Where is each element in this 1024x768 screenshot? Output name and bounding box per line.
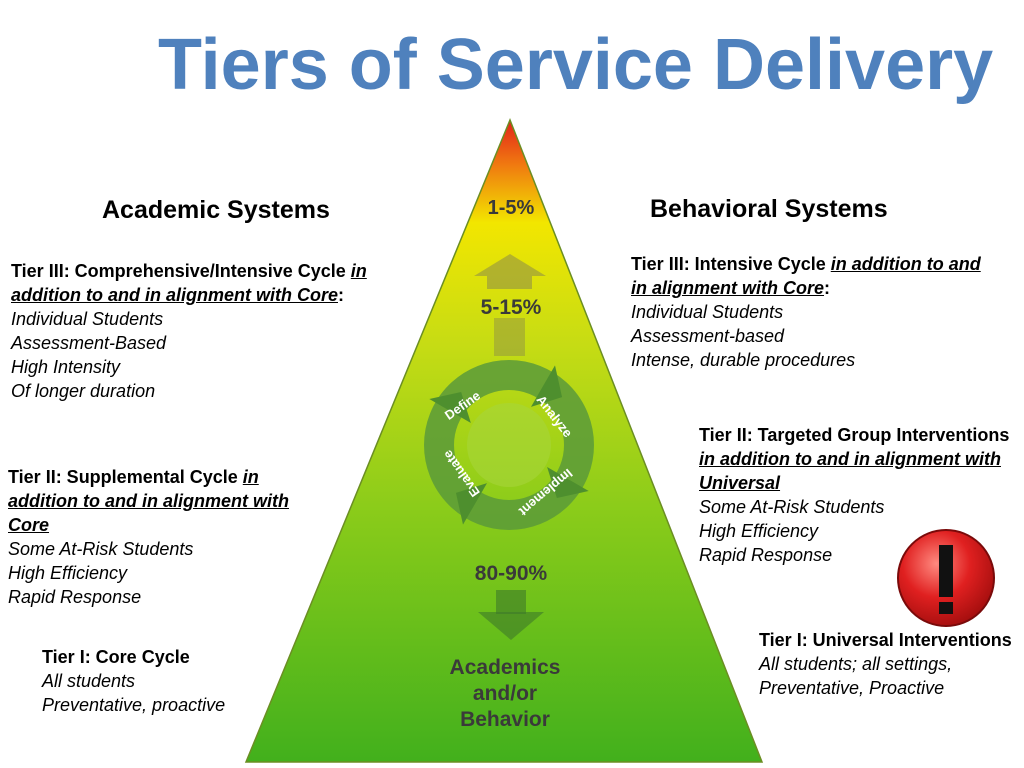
cycle-arrow-icon [455,483,487,525]
down-arrow-icon [478,612,544,640]
page-title: Tiers of Service Delivery [158,25,994,105]
academic-heading: Academic Systems [102,196,330,224]
base-line-1: Academics [450,656,561,679]
academic-tier2-alignment: in addition to and in alignment with Cor… [8,467,289,535]
up-arrow-icon [474,254,546,289]
academic-tier1-lead: Tier I: Core Cycle [42,647,190,667]
academic-tier3-alignment: in addition to and in alignment with Cor… [11,261,367,305]
academic-tier3-item: Individual Students [11,309,164,329]
academic-tier2-item: Rapid Response [8,587,142,607]
behavioral-tier3-item: Intense, durable procedures [631,350,856,370]
behavioral-tier3: Tier III: Intensive Cycle in addition to… [631,252,996,372]
behavioral-tier3-item: Assessment-based [631,326,785,346]
behavioral-tier2-lead: Tier II: Targeted Group Interventions [699,425,1010,445]
academic-tier2-item: Some At-Risk Students [8,539,194,559]
behavioral-tier3-item: Individual Students [631,302,784,322]
down-arrow-shaft [496,590,526,614]
academic-tier3-item: Of longer duration [11,381,156,401]
behavioral-tier1: Tier I: Universal Interventions All stud… [759,628,1014,700]
cycle-ring: Define Analyze Implement Evaluate [424,360,594,530]
academic-tier1-item: Preventative, proactive [42,695,226,715]
academic-tier1-item: All students [42,671,136,691]
cycle-arrow-icon [429,391,471,423]
behavioral-tier2: Tier II: Targeted Group Interventions in… [699,423,1021,567]
mid-percent: 5-15% [481,296,542,319]
top-percent: 1-5% [488,197,535,219]
cycle-arrow-icon [531,365,563,407]
behavioral-tier1-lead: Tier I: Universal Interventions [759,630,1012,650]
academic-tier3-item: High Intensity [11,357,121,377]
behavioral-tier2-item: Rapid Response [699,545,833,565]
cycle-arrow-icon [547,467,589,499]
academic-tier1: Tier I: Core Cycle All students Preventa… [42,645,262,717]
academic-tier3-item: Assessment-Based [11,333,167,353]
academic-tier2: Tier II: Supplemental Cycle in addition … [8,465,326,609]
academic-tier3: Tier III: Comprehensive/Intensive Cycle … [11,259,411,403]
up-arrow-shaft [494,318,525,356]
base-line-3: Behavior [460,708,550,731]
behavioral-tier3-lead: Tier III: Intensive Cycle [631,254,831,274]
academic-tier2-item: High Efficiency [8,563,128,583]
academic-tier2-lead: Tier II: Supplemental Cycle [8,467,243,487]
behavioral-tier2-item: High Efficiency [699,521,819,541]
behavioral-tier1-item: All students; all settings, [759,654,953,674]
exclamation-icon [897,529,995,627]
academic-tier3-colon: : [338,285,344,305]
behavioral-heading: Behavioral Systems [650,195,888,223]
behavioral-tier3-colon: : [824,278,831,298]
behavioral-tier3-alignment: in addition to and in alignment with Cor… [631,254,981,298]
bottom-percent: 80-90% [475,562,548,585]
behavioral-tier2-item: Some At-Risk Students [699,497,885,517]
academic-tier3-lead: Tier III: Comprehensive/Intensive Cycle [11,261,351,281]
base-line-2: and/or [473,682,537,705]
behavioral-tier2-alignment: in addition to and in alignment with Uni… [699,449,1001,493]
behavioral-tier1-item: Preventative, Proactive [759,678,945,698]
